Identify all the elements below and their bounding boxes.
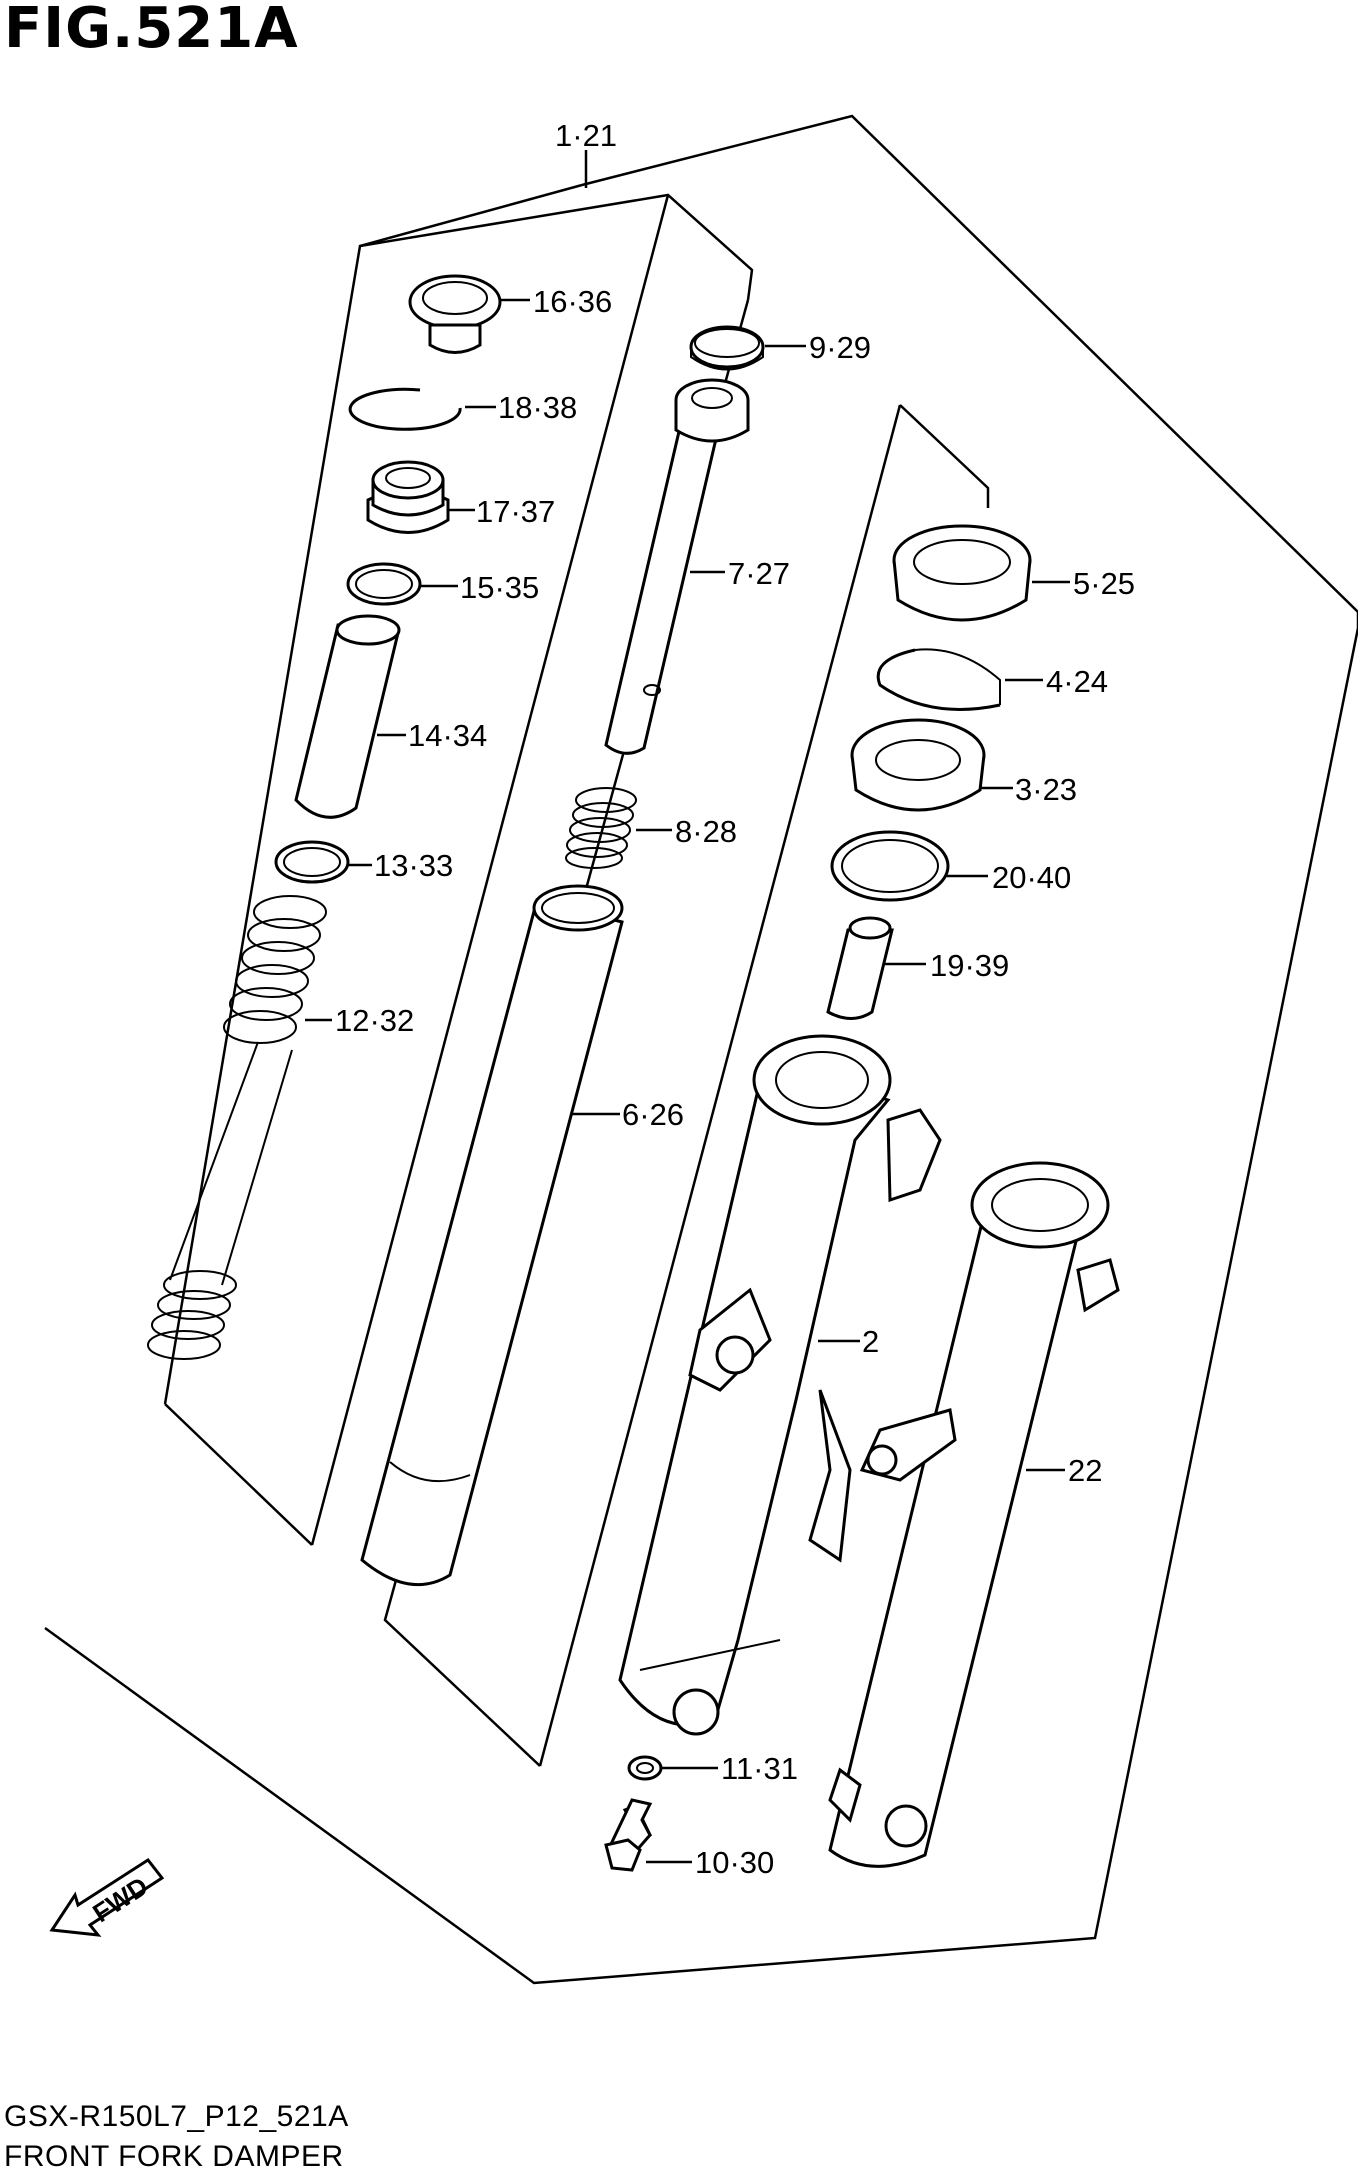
callout-7-27: 7·27 xyxy=(728,556,790,591)
callout-1-21: 1·21 xyxy=(555,118,617,153)
callout-11-31: 11·31 xyxy=(721,1751,798,1786)
callout-14-34: 14·34 xyxy=(408,718,487,753)
fork-spring xyxy=(147,895,327,1360)
inner-frame-right-edge xyxy=(538,404,902,1767)
drain-gasket xyxy=(627,1755,663,1781)
callout-19-39: 19·39 xyxy=(930,948,1009,983)
oil-seal-lower xyxy=(850,718,986,812)
callout-18-38: 18·38 xyxy=(498,390,577,425)
oil-seal-upper xyxy=(366,460,450,534)
outer-tube-left xyxy=(618,1034,942,1736)
callout-labels: 1·21 16·36 9·29 18·38 17·37 7·27 15·35 5… xyxy=(335,118,1135,1880)
fwd-arrow: FWD xyxy=(49,1857,165,1937)
oil-lock-piece xyxy=(826,916,894,1020)
callout-13-33: 13·33 xyxy=(374,848,453,883)
upper-ring xyxy=(689,325,765,371)
callout-3-23: 3·23 xyxy=(1015,772,1077,807)
callout-8-28: 8·28 xyxy=(675,814,737,849)
callout-5-25: 5·25 xyxy=(1073,566,1135,601)
assembly-frame xyxy=(44,114,1358,1985)
dust-seal xyxy=(892,524,1032,622)
callout-20-40: 20·40 xyxy=(992,860,1071,895)
inner-frame-left xyxy=(359,193,754,301)
rebound-spring xyxy=(565,787,637,869)
model-code: GSX-R150L7_P12_521A xyxy=(4,2100,349,2133)
damper-rod xyxy=(604,378,750,755)
inner-frame-right xyxy=(899,404,990,508)
callout-15-35: 15·35 xyxy=(460,570,539,605)
inner-frame-left-edge xyxy=(310,194,670,1546)
fork-cap-bolt xyxy=(408,274,502,354)
spacer-tube xyxy=(294,614,401,819)
inner-frame-bottom xyxy=(164,1403,313,1546)
damper-bolt xyxy=(604,1798,653,1872)
callout-2: 2 xyxy=(862,1324,879,1359)
washer-ring-13 xyxy=(274,840,350,884)
washer-ring-15 xyxy=(346,562,422,606)
callout-16-36: 16·36 xyxy=(533,284,612,319)
inner-tube xyxy=(360,884,624,1587)
callout-6-26: 6·26 xyxy=(622,1097,684,1132)
leader-lines xyxy=(305,150,1070,1864)
outer-tube-right xyxy=(828,1161,1120,1868)
callout-12-32: 12·32 xyxy=(335,1003,414,1038)
stopper-ring xyxy=(830,830,950,902)
retaining-clip xyxy=(876,648,1001,711)
figure-caption: FRONT FORK DAMPER xyxy=(4,2140,344,2173)
callout-17-37: 17·37 xyxy=(476,494,555,529)
callout-9-29: 9·29 xyxy=(809,330,871,365)
callout-10-30: 10·30 xyxy=(695,1845,774,1880)
callout-4-24: 4·24 xyxy=(1046,664,1108,699)
figure-title: FIG.521A xyxy=(4,0,299,61)
callout-22: 22 xyxy=(1068,1453,1102,1488)
circlip xyxy=(348,387,462,431)
